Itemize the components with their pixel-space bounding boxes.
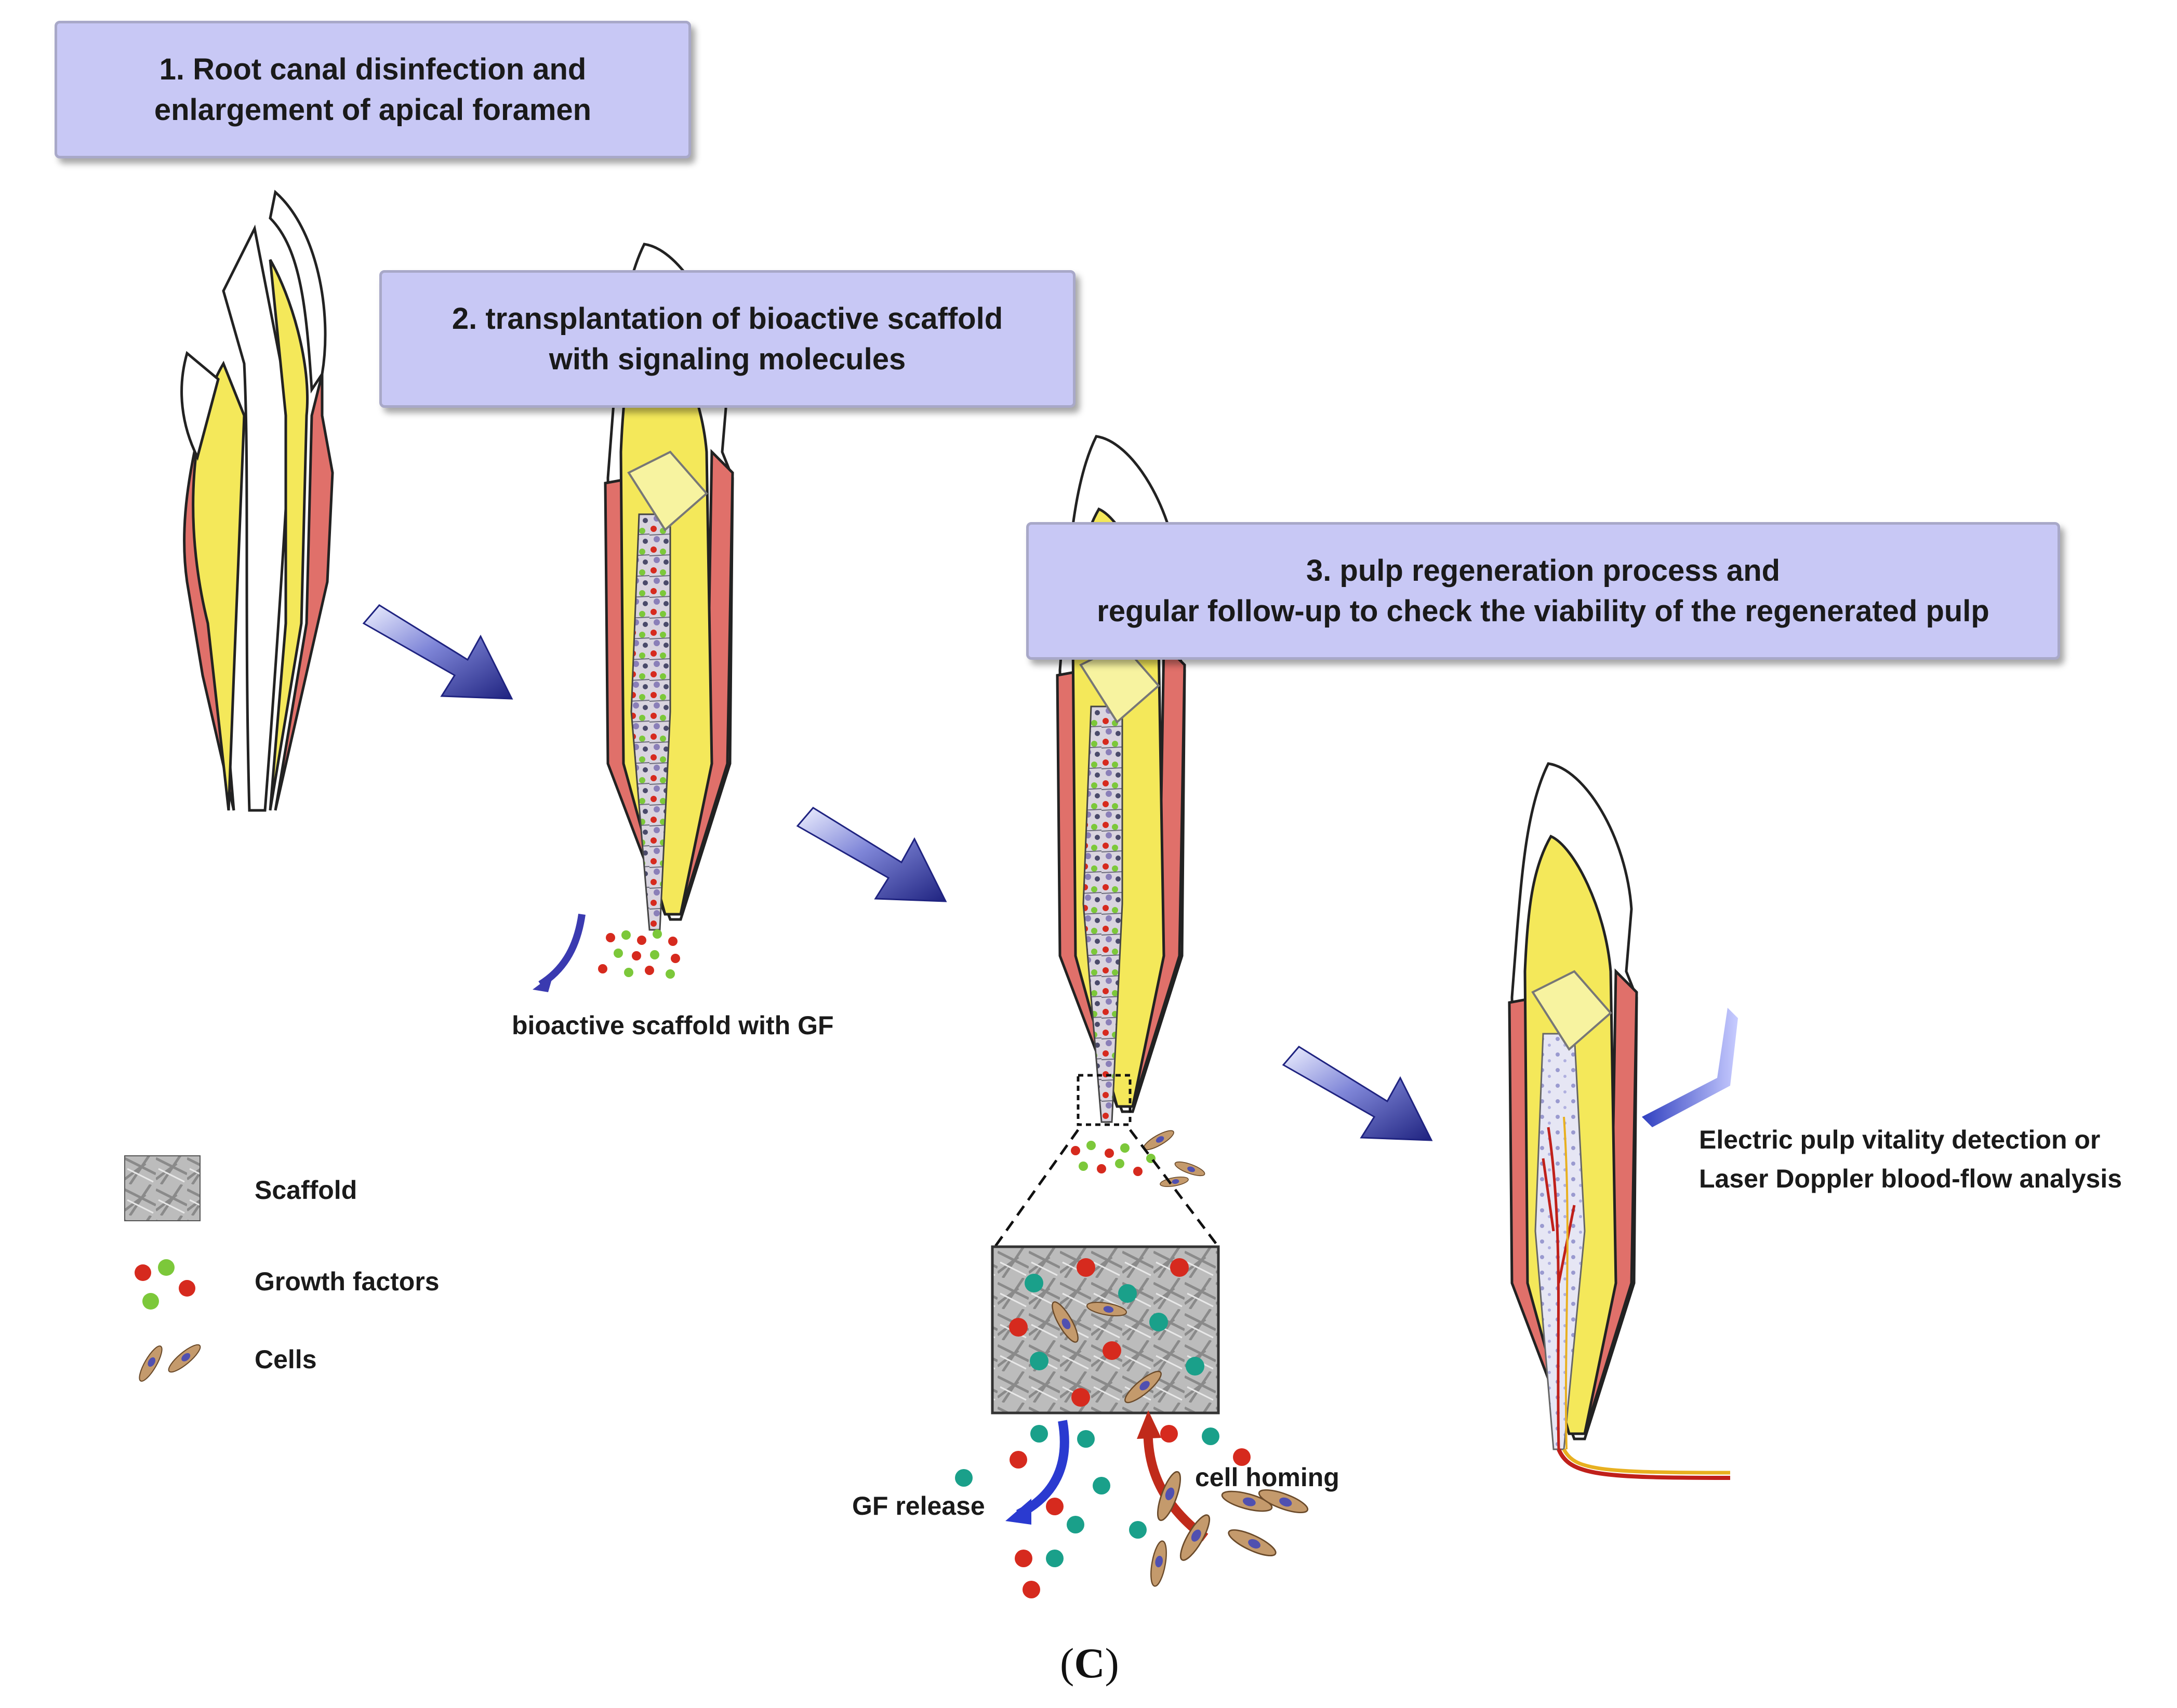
cell-near-tooth3-1 bbox=[1140, 1127, 1177, 1154]
detection-probe bbox=[1642, 1008, 1738, 1127]
legend-growth-factors-label: Growth factors bbox=[255, 1267, 440, 1296]
cell-homing-arrow bbox=[1143, 1423, 1209, 1542]
gf-release-label: GF release bbox=[852, 1491, 985, 1520]
zoom-line-left bbox=[993, 1129, 1080, 1248]
zoomed-scaffold-panel bbox=[991, 1245, 1220, 1415]
scaffold-gf-label: bioactive scaffold with GF bbox=[512, 1011, 834, 1040]
cell-homing-arrowhead bbox=[1137, 1410, 1161, 1439]
detection-label-line-2: Laser Doppler blood-flow analysis bbox=[1699, 1164, 2122, 1193]
process-arrow-2 bbox=[796, 807, 947, 902]
cell-near-tooth3-3 bbox=[1159, 1175, 1190, 1189]
figure-caption: (C) bbox=[1060, 1639, 1119, 1688]
step-2-line-1: 2. transplantation of bioactive scaffold bbox=[452, 301, 1003, 336]
detection-label-line-1: Electric pulp vitality detection or bbox=[1699, 1125, 2101, 1154]
vessel-nerve-tail-yellow bbox=[1562, 1448, 1731, 1475]
step-1-line-2: enlargement of apical foramen bbox=[154, 92, 592, 127]
growth-factor-dots-tooth2 bbox=[598, 929, 680, 979]
cell-homing-label: cell homing bbox=[1195, 1463, 1339, 1492]
cell-near-tooth3-2 bbox=[1173, 1158, 1207, 1179]
step-3-box: 3. pulp regeneration process and regular… bbox=[1026, 522, 2060, 660]
step-1-line-1: 1. Root canal disinfection and bbox=[159, 52, 587, 86]
step-2-line-2: with signaling molecules bbox=[549, 342, 906, 376]
growth-factors-legend-icon bbox=[135, 1259, 195, 1310]
legend-cells-label: Cells bbox=[255, 1345, 317, 1374]
tooth-regeneration bbox=[1057, 436, 1185, 1126]
caption-letter: C bbox=[1074, 1639, 1105, 1687]
process-arrow-1 bbox=[362, 604, 513, 700]
released-growth-factors bbox=[955, 1425, 1110, 1598]
zoom-line-right bbox=[1129, 1129, 1219, 1248]
legend-scaffold-label: Scaffold bbox=[255, 1176, 357, 1205]
tooth-initial bbox=[180, 190, 334, 812]
homing-cells bbox=[1129, 1425, 1311, 1588]
cells-legend-icon bbox=[135, 1340, 204, 1384]
caption-close-paren: ) bbox=[1105, 1639, 1119, 1687]
tooth-with-scaffold bbox=[605, 244, 733, 931]
step-3-line-1: 3. pulp regeneration process and bbox=[1306, 553, 1781, 588]
step-2-box: 2. transplantation of bioactive scaffold… bbox=[379, 270, 1076, 408]
scaffold-legend-icon bbox=[124, 1155, 201, 1221]
gf-release-arrowhead bbox=[1005, 1499, 1031, 1525]
release-arrowhead-small bbox=[533, 974, 553, 992]
process-arrow-3 bbox=[1282, 1046, 1433, 1141]
step-1-box: 1. Root canal disinfection and enlargeme… bbox=[55, 21, 691, 158]
growth-factor-dots-tooth3 bbox=[1071, 1141, 1156, 1176]
step-3-line-2: regular follow-up to check the viability… bbox=[1097, 594, 1989, 628]
tooth-regenerated bbox=[1509, 764, 1637, 1450]
release-arrow-small bbox=[538, 914, 586, 988]
caption-open-paren: ( bbox=[1060, 1639, 1074, 1687]
vessel-nerve-tail bbox=[1557, 1448, 1731, 1480]
